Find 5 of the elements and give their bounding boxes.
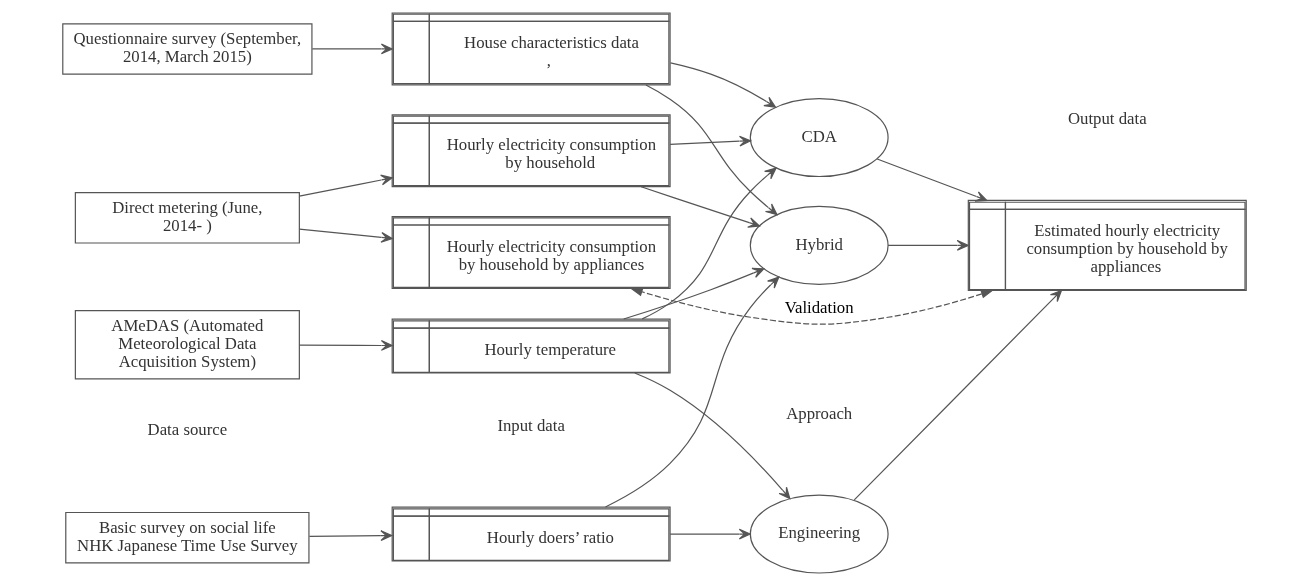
edge-label: Validation [784,297,854,317]
label: Data source [147,420,228,440]
label: Input data [497,415,565,435]
label: Output data [1067,109,1147,129]
label: Approach [786,403,853,423]
